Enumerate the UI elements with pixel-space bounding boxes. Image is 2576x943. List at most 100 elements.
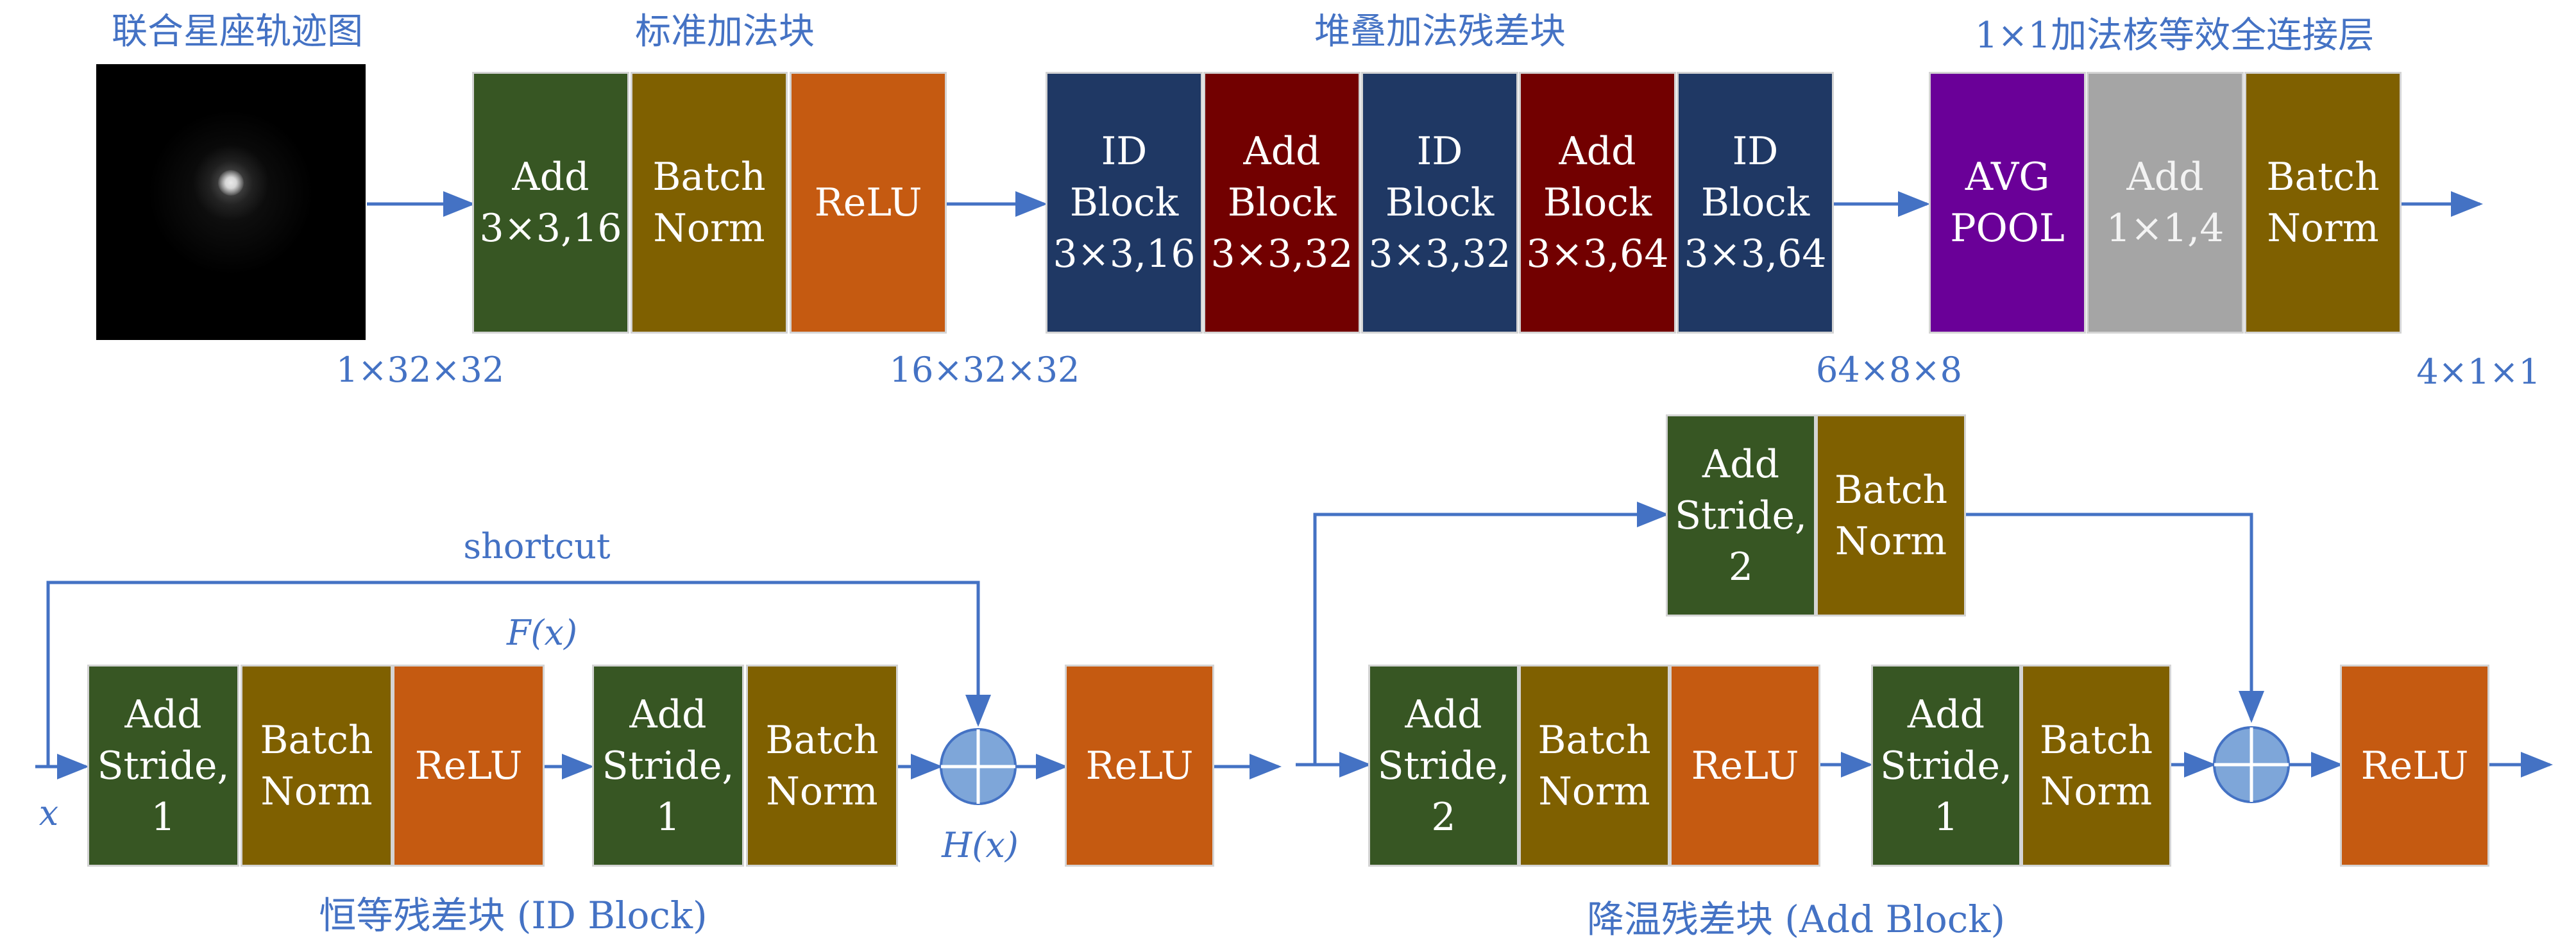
sum-node-id xyxy=(940,728,1017,805)
shortcut-label: shortcut xyxy=(463,526,611,566)
id-block-layer-5-line: Norm xyxy=(766,769,878,814)
fc-block-3-line: Norm xyxy=(2267,206,2379,251)
id-output-relu: ReLU xyxy=(1065,665,1214,867)
caption-id-block: 恒等残差块 (ID Block) xyxy=(319,894,708,937)
stack-block-4-line: Block xyxy=(1543,180,1652,225)
add-shortcut-layer-1-line: 2 xyxy=(1728,544,1754,590)
add-shortcut-line xyxy=(1313,502,1669,765)
standard-block-3: ReLU xyxy=(790,72,947,334)
fc-block-1: AVG POOL xyxy=(1929,72,2086,334)
constellation-image xyxy=(96,64,366,340)
stack-block-1-line: 3×3,16 xyxy=(1053,232,1196,276)
add-shortcut-layer-1-line: Add xyxy=(1702,441,1780,487)
stack-block-1-line: Block xyxy=(1069,180,1179,225)
fc-block-1-line: AVG xyxy=(1965,155,2050,200)
add-output-relu-line: ReLU xyxy=(2360,743,2469,788)
dim-after-stack: 64×8×8 xyxy=(1816,350,1962,390)
add-block-layer-5-line: Norm xyxy=(2040,769,2153,814)
add-block-layer-1-line: 2 xyxy=(1431,794,1456,840)
fc-block-3-line: Batch xyxy=(2266,155,2380,200)
id-block-layer-4-line: Add xyxy=(629,692,707,737)
stack-block-4-line: 3×3,64 xyxy=(1526,232,1669,276)
stack-block-3-line: 3×3,32 xyxy=(1368,232,1511,276)
add-block-layer-4-line: 1 xyxy=(1933,794,1959,840)
add-block-layer-4-line: Add xyxy=(1907,692,1985,737)
id-shortcut-line xyxy=(46,581,991,767)
stack-block-1: ID Block 3×3,16 xyxy=(1046,72,1203,334)
id-block-layer-3: ReLU xyxy=(393,665,545,867)
add-shortcut-layer-2-line: Norm xyxy=(1835,518,1947,564)
id-block-layer-3-line: ReLU xyxy=(414,743,523,788)
title-constellation: 联合星座轨迹图 xyxy=(112,11,363,53)
add-block-layer-4-line: Stride, xyxy=(1879,743,2013,788)
fc-block-2-line: Add xyxy=(2126,155,2204,200)
id-output-relu-line: ReLU xyxy=(1085,743,1194,788)
id-block-layer-4-line: 1 xyxy=(656,794,681,840)
id-block-layer-2-line: Norm xyxy=(260,769,373,814)
stack-block-5: ID Block 3×3,64 xyxy=(1677,72,1834,334)
add-shortcut-layer-1-line: Stride, xyxy=(1674,493,1808,538)
stack-block-3-line: Block xyxy=(1385,180,1495,225)
id-block-layer-1-line: Add xyxy=(124,692,202,737)
sum-node-add xyxy=(2213,726,2290,803)
stack-block-5-line: ID xyxy=(1732,129,1779,174)
add-shortcut-layer-2-line: Batch xyxy=(1834,467,1948,513)
id-block-layer-1-line: Stride, xyxy=(97,743,230,788)
add-shortcut-return xyxy=(1963,513,2264,723)
add-block-layer-2-line: Norm xyxy=(1538,769,1650,814)
id-block-layer-2-line: Batch xyxy=(260,717,373,763)
id-block-layer-1-line: 1 xyxy=(151,794,176,840)
add-block-layer-1-line: Add xyxy=(1405,692,1482,737)
title-fc-equivalent: 1×1加法核等效全连接层 xyxy=(1974,15,2375,56)
stack-block-4-line: Add xyxy=(1559,129,1636,174)
stack-block-1-line: ID xyxy=(1101,129,1148,174)
standard-block-1: Add 3×3,16 xyxy=(472,72,629,334)
add-output-relu: ReLU xyxy=(2340,665,2489,867)
stack-block-3: ID Block 3×3,32 xyxy=(1361,72,1518,334)
dim-input: 1×32×32 xyxy=(335,350,505,390)
fc-block-2-line: 1×1,4 xyxy=(2106,206,2224,251)
title-standard-add: 标准加法块 xyxy=(635,11,815,53)
dim-output: 4×1×1 xyxy=(2416,352,2541,392)
stack-block-2-line: 3×3,32 xyxy=(1210,232,1353,276)
stack-block-3-line: ID xyxy=(1416,129,1463,174)
stack-block-2-line: Add xyxy=(1243,129,1321,174)
standard-block-3-line: ReLU xyxy=(814,180,922,225)
id-block-layer-5-line: Batch xyxy=(765,717,879,763)
standard-block-1-line: 3×3,16 xyxy=(479,206,622,251)
add-block-layer-1-line: Stride, xyxy=(1377,743,1510,788)
standard-block-2-line: Batch xyxy=(652,155,766,200)
add-block-layer-3: ReLU xyxy=(1670,665,1820,867)
add-block-layer-3-line: ReLU xyxy=(1691,743,1799,788)
stack-block-5-line: 3×3,64 xyxy=(1684,232,1827,276)
stack-block-5-line: Block xyxy=(1700,180,1810,225)
add-block-layer-5-line: Batch xyxy=(2039,717,2153,763)
dim-after-standard: 16×32×32 xyxy=(889,350,1080,390)
residual-fx-label: F(x) xyxy=(506,613,578,653)
sum-hx-label: H(x) xyxy=(942,825,1019,865)
fc-block-2: Add 1×1,4 xyxy=(2087,72,2244,334)
input-x-label: x xyxy=(38,793,59,833)
stack-block-2-line: Block xyxy=(1227,180,1337,225)
fc-block-1-line: POOL xyxy=(1950,206,2065,251)
title-stacked-residual: 堆叠加法残差块 xyxy=(1314,11,1566,53)
standard-block-1-line: Add xyxy=(512,155,589,200)
id-block-layer-4-line: Stride, xyxy=(602,743,734,788)
add-block-layer-2-line: Batch xyxy=(1538,717,1651,763)
